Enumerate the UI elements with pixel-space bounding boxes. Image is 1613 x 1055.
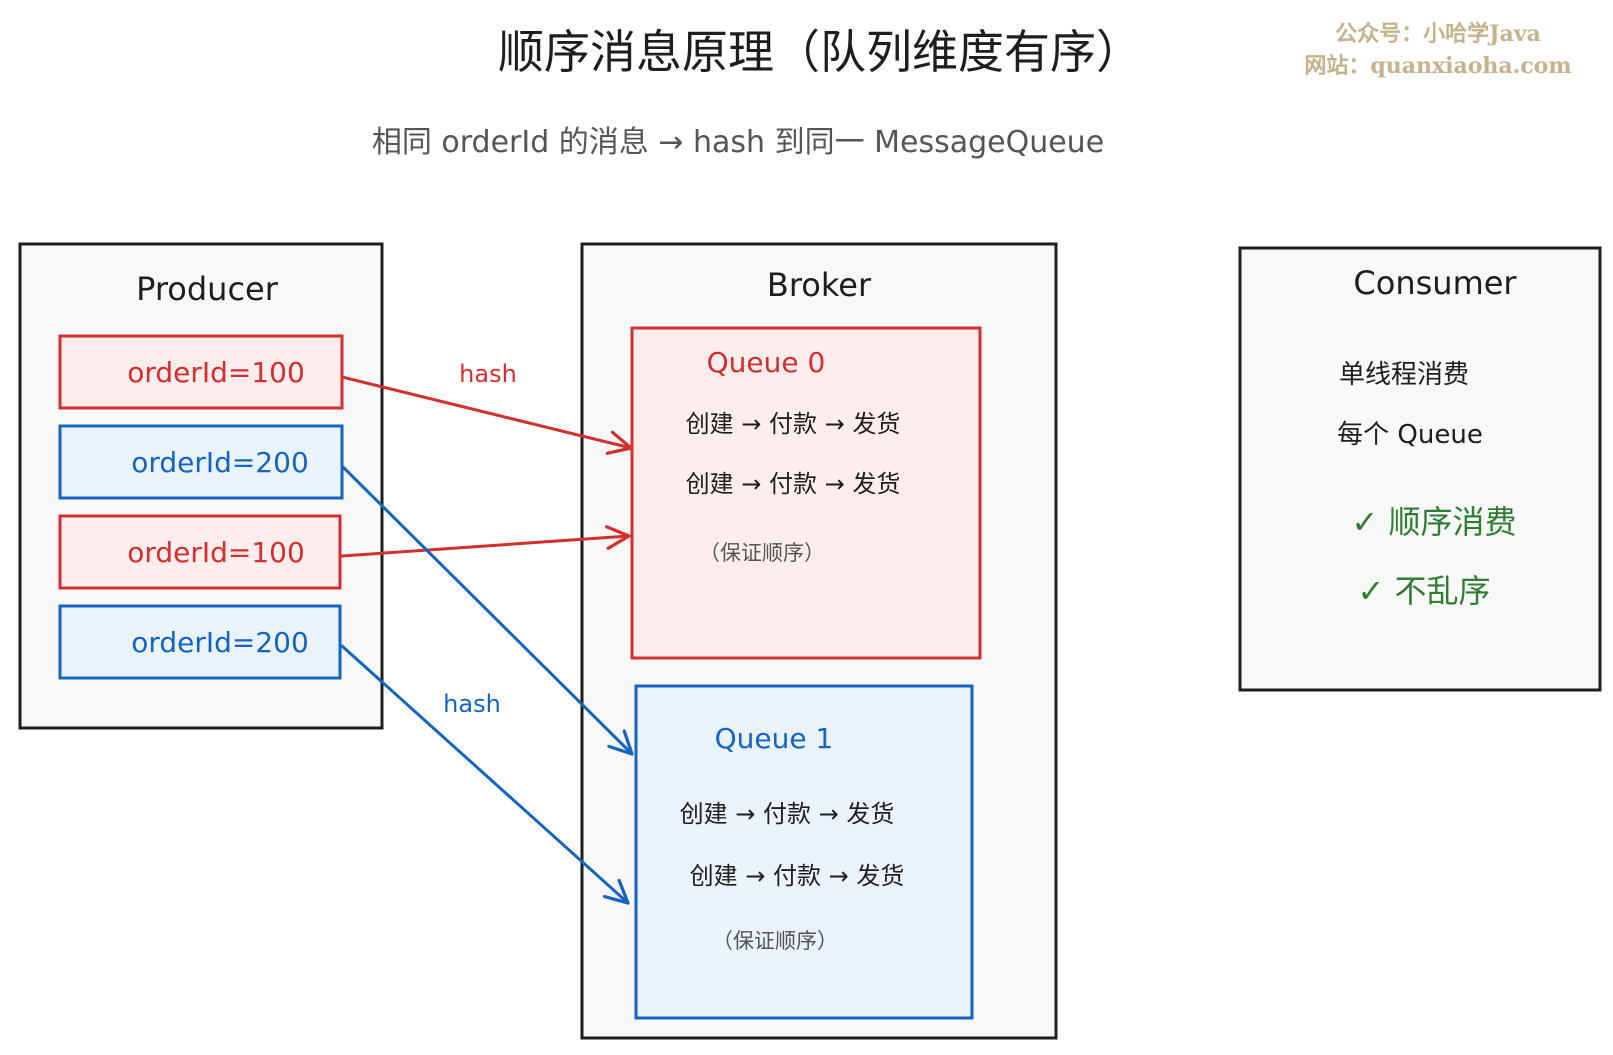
arrow-order200-to-queue1-b	[340, 644, 630, 905]
arrow-label-red-hash: hash	[459, 360, 517, 388]
watermark: 公众号：小哈学Java 网站：quanxiaoha.com	[1278, 18, 1598, 82]
broker-label: Broker	[767, 266, 872, 304]
producer-panel: Producer orderId=100 orderId=200 orderId…	[18, 242, 384, 730]
arrow-order100-to-queue0-a	[340, 375, 633, 455]
broker-panel: Broker Queue 0 创建 → 付款 → 发货 创建 → 付款 → 发货…	[580, 242, 1058, 1040]
producer-message-3: orderId=100	[58, 514, 342, 590]
producer-message-label: orderId=100	[127, 356, 305, 389]
queue-0-flow-1: 创建 → 付款 → 发货	[686, 410, 901, 438]
consumer-line-2: 每个 Queue	[1337, 420, 1483, 450]
queue-1-flow-1: 创建 → 付款 → 发货	[680, 800, 895, 828]
consumer-label: Consumer	[1353, 264, 1517, 302]
arrow-label-blue-hash: hash	[443, 690, 501, 718]
arrow-order100-to-queue0-b	[340, 525, 631, 558]
consumer-panel: Consumer 单线程消费 每个 Queue ✓ 顺序消费 ✓ 不乱序	[1238, 246, 1602, 692]
watermark-line-1: 公众号：小哈学Java	[1335, 21, 1541, 47]
producer-message-label: orderId=100	[127, 536, 305, 569]
queue-0-note: （保证顺序）	[699, 541, 825, 565]
page-subtitle: 相同 orderId 的消息 → hash 到同一 MessageQueue	[372, 125, 1104, 160]
queue-1: Queue 1 创建 → 付款 → 发货 创建 → 付款 → 发货 （保证顺序）	[634, 684, 974, 1020]
arrow-order200-to-queue1-a	[340, 464, 634, 756]
producer-message-label: orderId=200	[131, 446, 309, 479]
queue-1-note: （保证顺序）	[712, 929, 838, 953]
queue-0-label: Queue 0	[707, 346, 826, 379]
queue-1-flow-2: 创建 → 付款 → 发货	[690, 862, 905, 890]
producer-message-label: orderId=200	[131, 626, 309, 659]
queue-0-flow-2: 创建 → 付款 → 发货	[686, 470, 901, 498]
consumer-check-1: ✓ 顺序消费	[1352, 503, 1517, 541]
producer-message-2: orderId=200	[58, 424, 344, 500]
consumer-line-1: 单线程消费	[1339, 360, 1469, 390]
consumer-check-2: ✓ 不乱序	[1358, 572, 1491, 610]
page-title: 顺序消息原理（队列维度有序）	[498, 25, 1142, 79]
watermark-line-2: 网站：quanxiaoha.com	[1304, 53, 1572, 79]
producer-label: Producer	[136, 270, 279, 308]
queue-0: Queue 0 创建 → 付款 → 发货 创建 → 付款 → 发货 （保证顺序）	[630, 326, 982, 660]
producer-message-4: orderId=200	[58, 604, 342, 680]
producer-message-1: orderId=100	[58, 334, 344, 410]
queue-1-label: Queue 1	[715, 722, 834, 755]
